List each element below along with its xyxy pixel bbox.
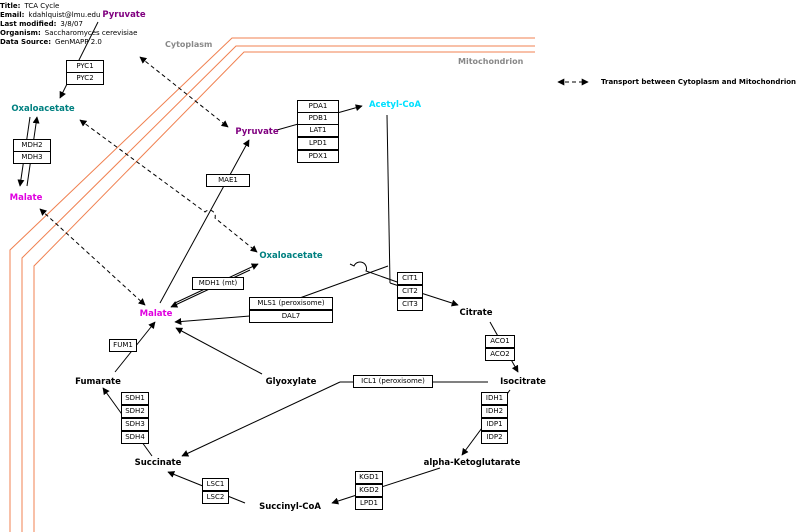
- gene-box[interactable]: IDP1: [481, 418, 508, 431]
- gene-box[interactable]: MDH1 (mt): [192, 277, 244, 290]
- kgd-arrow: [331, 467, 441, 505]
- gene-box[interactable]: LSC2: [202, 491, 229, 504]
- metabolite-isocitrate: Isocitrate: [500, 377, 546, 387]
- transport-oxaloacetate: [79, 119, 258, 253]
- meta-organism: Organism:Saccharomyces cerevisiae: [0, 29, 138, 37]
- mls-arrow: [174, 315, 251, 325]
- gene-box[interactable]: SDH1: [121, 392, 149, 405]
- glyox-to-malate: [175, 327, 263, 375]
- gene-box[interactable]: PDX1: [297, 150, 339, 163]
- gene-box[interactable]: IDP2: [481, 431, 508, 444]
- icl-arrow-succ: [181, 381, 341, 457]
- metabolite-malate-cyto: Malate: [9, 193, 43, 203]
- metabolite-acetyl-coa: Acetyl-CoA: [368, 100, 422, 110]
- gene-box[interactable]: IDH2: [481, 405, 508, 418]
- gene-box[interactable]: MAE1: [206, 174, 250, 187]
- gene-box[interactable]: PYC2: [66, 72, 104, 85]
- meta-modified: Last modified:3/8/07: [0, 20, 83, 28]
- gene-box[interactable]: CIT1: [397, 272, 423, 285]
- gene-box[interactable]: LAT1: [297, 124, 339, 137]
- metabolite-succinate: Succinate: [134, 458, 182, 468]
- gene-box[interactable]: KGD1: [355, 471, 383, 484]
- metabolite-oxaloacetate-cyto: Oxaloacetate: [11, 104, 75, 114]
- acetyl-to-cit: [386, 114, 391, 284]
- metabolite-oxaloacetate-mito: Oxaloacetate: [259, 251, 323, 261]
- gene-box[interactable]: FUM1: [109, 339, 137, 352]
- gene-box[interactable]: ACO2: [485, 348, 515, 361]
- mitochondrion-label: Mitochondrion: [458, 57, 524, 66]
- metabolite-succinyl-coa: Succinyl-CoA: [259, 502, 321, 512]
- legend-text: Transport between Cytoplasm and Mitochon…: [601, 78, 797, 86]
- gene-box[interactable]: ACO1: [485, 335, 515, 348]
- meta-title: Title:TCA Cycle: [0, 2, 60, 10]
- oaa-to-cit: [349, 261, 401, 284]
- gene-box[interactable]: LPD1: [355, 497, 383, 510]
- metabolite-alpha-ketoglutarate: alpha-Ketoglutarate: [423, 458, 521, 468]
- gene-box[interactable]: SDH4: [121, 431, 149, 444]
- mae-arrow: [159, 139, 250, 304]
- metabolite-glyoxylate: Glyoxylate: [265, 377, 317, 387]
- gene-box[interactable]: MLS1 (peroxisome): [249, 297, 333, 310]
- metabolite-fumarate: Fumarate: [75, 377, 121, 387]
- gene-box[interactable]: CIT3: [397, 298, 423, 311]
- gene-box[interactable]: CIT2: [397, 285, 423, 298]
- gene-box[interactable]: SDH2: [121, 405, 149, 418]
- meta-email: Email:kdahlquist@lmu.edu: [0, 11, 101, 19]
- gene-box[interactable]: SDH3: [121, 418, 149, 431]
- metabolite-pyruvate-mito: Pyruvate: [235, 127, 279, 137]
- cytoplasm-label: Cytoplasm: [165, 40, 213, 49]
- metabolite-citrate: Citrate: [459, 308, 493, 318]
- metabolite-malate-mito: Malate: [139, 309, 173, 319]
- gene-box[interactable]: LSC1: [202, 478, 229, 491]
- gene-box[interactable]: ICL1 (peroxisome): [353, 375, 433, 388]
- gene-box[interactable]: LPD1: [297, 137, 339, 150]
- meta-source: Data Source:GenMAPP 2.0: [0, 38, 102, 46]
- gene-box[interactable]: IDH1: [481, 392, 508, 405]
- gene-box[interactable]: MDH3: [13, 151, 51, 164]
- transport-malate: [39, 208, 146, 306]
- transport-pyruvate: [139, 56, 229, 128]
- metabolite-pyruvate-cyto: Pyruvate: [102, 10, 146, 20]
- gene-box[interactable]: KGD2: [355, 484, 383, 497]
- gene-box[interactable]: DAL7: [249, 310, 333, 323]
